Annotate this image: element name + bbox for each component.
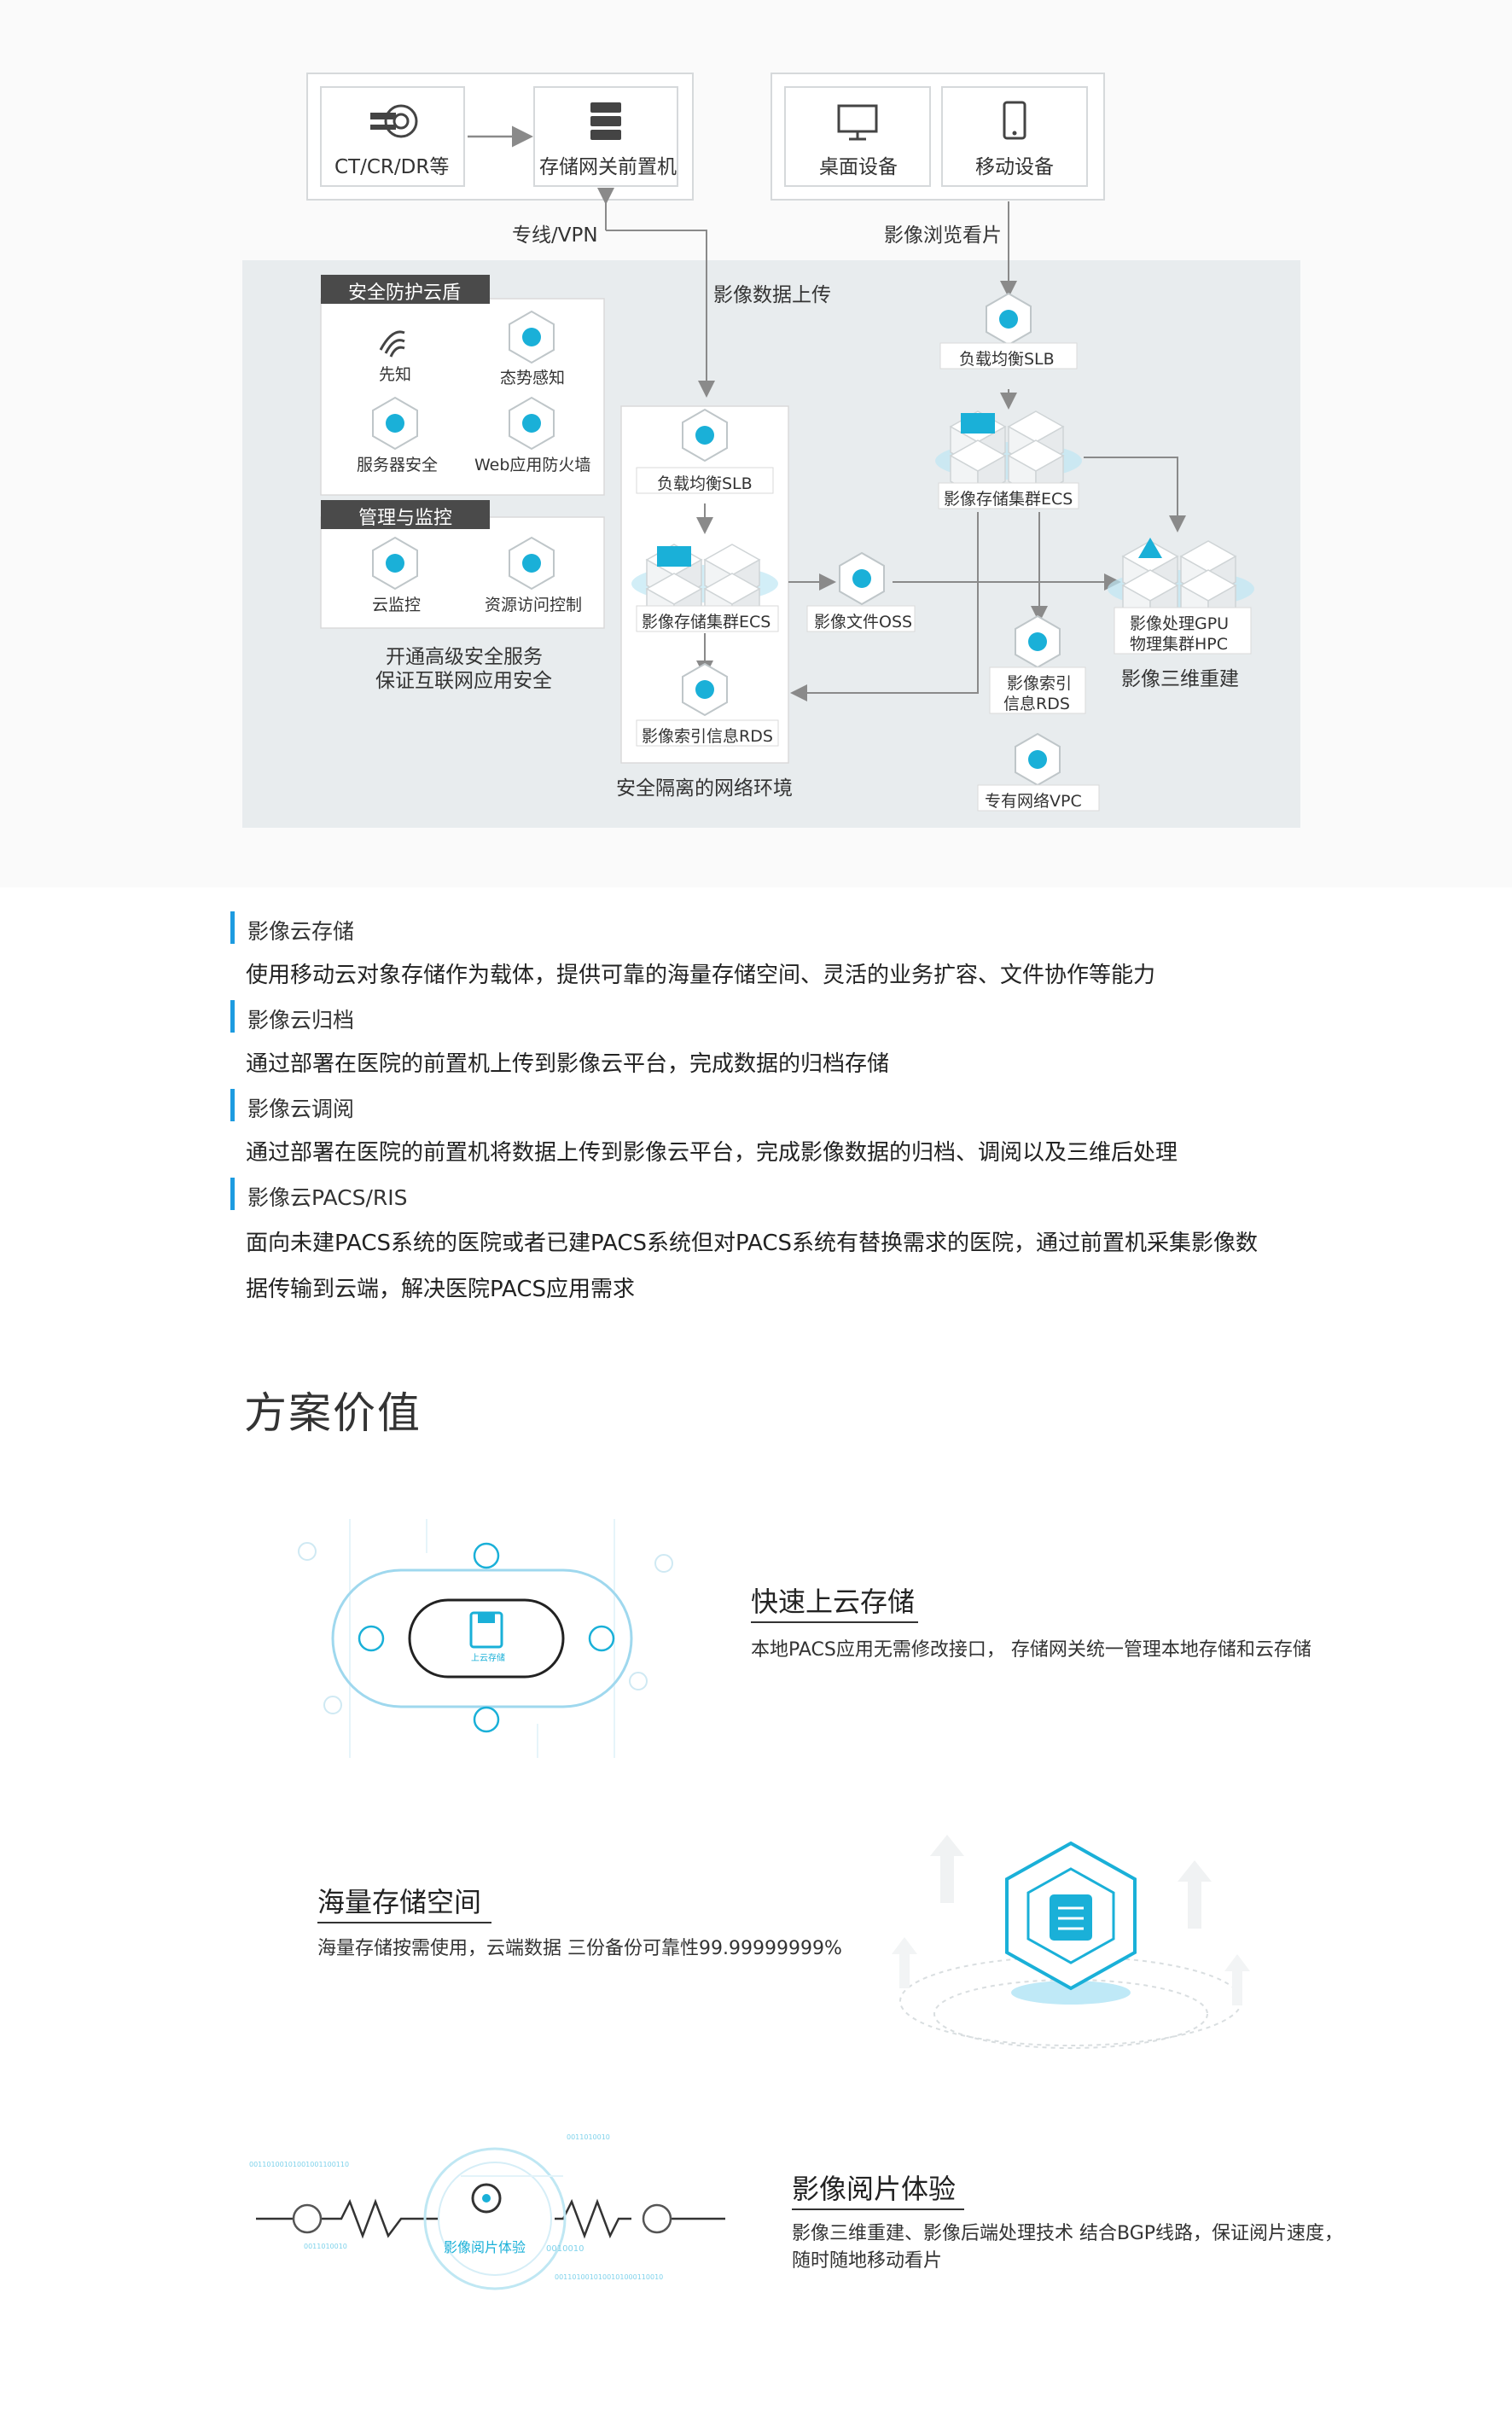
- feature-title: 影像云调阅: [247, 1097, 355, 1121]
- security-item-waf: Web应用防火墙: [474, 456, 591, 474]
- right-slb-label: 负载均衡SLB: [959, 350, 1055, 369]
- iso-rds-label: 影像索引信息RDS: [642, 727, 773, 746]
- right-rds-label-line1: 影像索引: [1007, 674, 1073, 693]
- feature-bar: [230, 911, 235, 944]
- value-desc: 海量存储按需使用，云端数据 三份备份可靠性99.99999999%: [317, 1938, 842, 1959]
- iso-caption: 安全隔离的网络环境: [616, 777, 793, 800]
- vpc-label: 专有网络VPC: [985, 792, 1082, 811]
- feature-bar: [230, 1178, 235, 1210]
- value-desc: 随时随地移动看片: [792, 2250, 943, 2272]
- binary-text: 0011010010: [567, 2133, 610, 2141]
- feature-desc: 使用移动云对象存储作为载体，提供可靠的海量存储空间、灵活的业务扩容、文件协作等能…: [246, 963, 1156, 988]
- value-title: 快速上云存储: [751, 1586, 916, 1618]
- monitoring-item-cloudmonitor: 云监控: [372, 596, 422, 614]
- value-title: 影像阅片体验: [792, 2173, 957, 2205]
- storage-cube-graphic: [892, 1835, 1250, 2049]
- mobile-phone-icon: [1003, 101, 1026, 140]
- oss-label: 影像文件OSS: [814, 613, 913, 631]
- browse-label: 影像浏览看片: [884, 224, 1002, 247]
- security-item-server: 服务器安全: [357, 456, 439, 474]
- value-title-underline: [792, 2208, 964, 2210]
- binary-text: 0010010: [546, 2244, 584, 2254]
- security-header-bg: [321, 275, 490, 304]
- iso-ecs-label: 影像存储集群ECS: [642, 613, 771, 631]
- upload-label: 影像数据上传: [713, 284, 831, 306]
- reading-graphic-label: 影像阅片体验: [444, 2239, 526, 2255]
- monitoring-header: 管理与监控: [358, 508, 453, 529]
- iso-slb-label: 负载均衡SLB: [657, 474, 753, 493]
- left-caption-line2: 保证互联网应用安全: [375, 670, 552, 692]
- ct-box: [320, 86, 465, 187]
- ct-scanner-icon: [370, 104, 418, 138]
- left-caption-line1: 开通高级安全服务: [386, 646, 543, 668]
- feature-desc: 面向未建PACS系统的医院或者已建PACS系统但对PACS系统有替换需求的医院，…: [246, 1231, 1259, 1256]
- feature-desc: 通过部署在医院的前置机上传到影像云平台，完成数据的归档存储: [246, 1051, 890, 1077]
- binary-text: 00110100101001001100110: [249, 2161, 350, 2168]
- feature-bar: [230, 1089, 235, 1121]
- feature-bar: [230, 1000, 235, 1033]
- gpu-label-line2: 物理集群HPC: [1130, 635, 1229, 654]
- section-title: 方案价值: [244, 1388, 422, 1438]
- gpu-label-line1: 影像处理GPU: [1130, 614, 1230, 633]
- security-item-xianzhi: 先知: [379, 365, 412, 384]
- binary-text: 0011010010: [304, 2243, 347, 2250]
- security-header: 安全防护云盾: [348, 282, 462, 304]
- mobile-label: 移动设备: [975, 156, 1054, 178]
- right-rds-label-line2: 信息RDS: [1003, 695, 1070, 713]
- vpn-label: 专线/VPN: [512, 224, 598, 247]
- architecture-diagram: [242, 73, 1300, 828]
- value-desc: 本地PACS应用无需修改接口， 存储网关统一管理本地存储和云存储: [751, 1639, 1311, 1661]
- value-title: 海量存储空间: [317, 1886, 482, 1918]
- gpu-caption: 影像三维重建: [1121, 668, 1239, 690]
- fast-cloud-graphic-label: 上云存储: [471, 1654, 505, 1663]
- fast-cloud-graphic: [298, 1519, 673, 1758]
- feature-title: 影像云PACS/RIS: [247, 1185, 408, 1210]
- monitoring-item-ram: 资源访问控制: [485, 596, 583, 614]
- feature-desc: 据传输到云端，解决医院PACS应用需求: [246, 1277, 636, 1302]
- value-desc: 影像三维重建、影像后端处理技术 结合BGP线路，保证阅片速度，: [792, 2223, 1344, 2244]
- monitoring-header-bg: [321, 500, 490, 529]
- security-item-situation: 态势感知: [500, 369, 566, 387]
- gateway-label: 存储网关前置机: [539, 156, 677, 178]
- xianzhi-icon: [379, 330, 405, 358]
- value-title-underline: [751, 1621, 918, 1623]
- feature-title: 影像云存储: [247, 919, 355, 944]
- ct-label: CT/CR/DR等: [334, 156, 450, 178]
- server-icon: [590, 102, 621, 140]
- right-ecs-label: 影像存储集群ECS: [944, 490, 1073, 509]
- reading-experience-graphic: [256, 2147, 725, 2290]
- monitor-icon: [837, 104, 878, 141]
- feature-title: 影像云归档: [247, 1008, 355, 1033]
- value-title-underline: [317, 1922, 491, 1923]
- binary-text: 0011010010100101000110010: [555, 2273, 664, 2281]
- feature-desc: 通过部署在医院的前置机将数据上传到影像云平台，完成影像数据的归档、调阅以及三维后…: [246, 1140, 1178, 1166]
- desktop-label: 桌面设备: [819, 156, 898, 178]
